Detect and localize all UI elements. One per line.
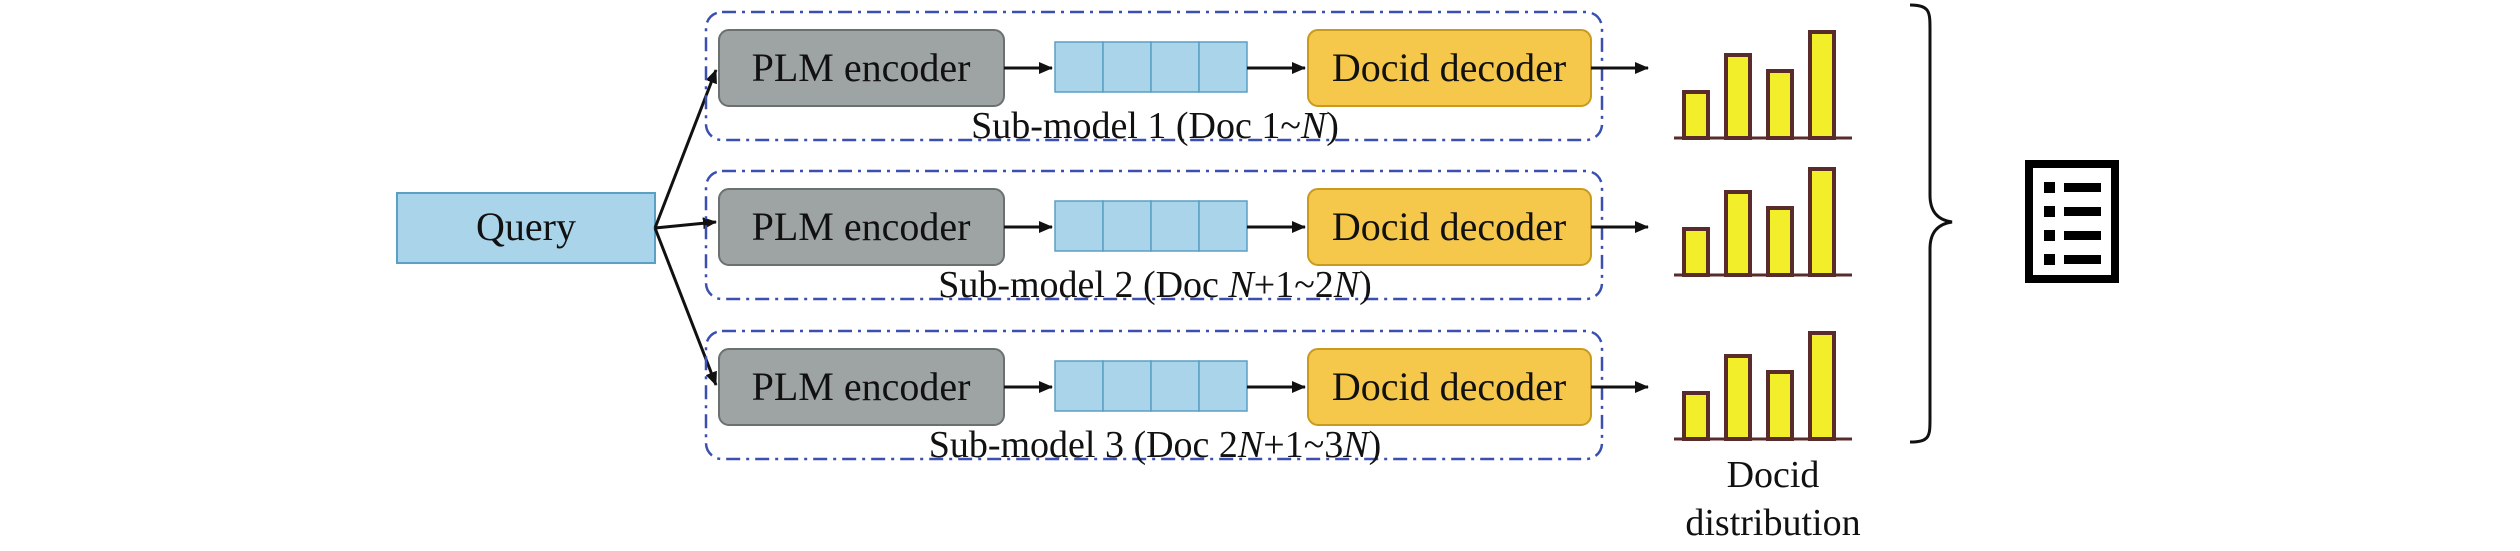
sub-model-caption: Sub-model 3 (Doc 2N+1~3N) xyxy=(929,424,1382,466)
caption-segment: ) xyxy=(1326,105,1339,147)
histogram-bar xyxy=(1766,69,1794,140)
caption-segment: Sub-model 3 (Doc 2 xyxy=(929,424,1238,466)
histogram-bar xyxy=(1682,90,1710,140)
histogram-bar xyxy=(1766,370,1794,441)
sub-model-frame xyxy=(704,10,1604,142)
embedding-vector xyxy=(1054,200,1248,252)
query-label: Query xyxy=(476,204,576,249)
histogram-bar xyxy=(1766,206,1794,277)
histogram-bar xyxy=(1682,391,1710,441)
sub-model-frame xyxy=(704,169,1604,301)
histogram-bar xyxy=(1808,30,1836,140)
sub-model-caption: Sub-model 2 (Doc N+1~2N) xyxy=(938,264,1372,306)
docid-decoder-label: Docid decoder xyxy=(1332,204,1566,249)
plm-encoder-label: PLM encoder xyxy=(752,45,971,90)
docid-histogram-3 xyxy=(1674,331,1852,441)
histogram-bar xyxy=(1682,227,1710,277)
query-arrow-2 xyxy=(654,217,717,230)
vector-cell xyxy=(1198,200,1248,252)
histogram-bar xyxy=(1724,354,1752,441)
caption-segment: ) xyxy=(1369,424,1382,466)
plm-encoder-label: PLM encoder xyxy=(752,204,971,249)
vector-cell xyxy=(1198,360,1248,412)
caption-segment: N xyxy=(1342,424,1371,466)
caption-segment: N xyxy=(1333,264,1362,306)
docid-histograms xyxy=(1674,30,1852,441)
vector-cell xyxy=(1150,360,1200,412)
vector-cell xyxy=(1150,200,1200,252)
caption-segment: Sub-model 2 (Doc xyxy=(938,264,1228,306)
plm-encoder-label: PLM encoder xyxy=(752,364,971,409)
docid-distribution-caption: Docid distribution xyxy=(1685,454,1860,544)
sub-model-caption: Sub-model 1 (Doc 1~N) xyxy=(971,105,1339,147)
vector-cell xyxy=(1054,200,1104,252)
merge-brace xyxy=(1909,3,1953,444)
caption-segment: N xyxy=(1227,264,1256,306)
query-node: Query xyxy=(396,192,656,264)
histogram-bar xyxy=(1724,190,1752,277)
vector-cell xyxy=(1198,41,1248,93)
docid-histogram-2 xyxy=(1674,167,1852,277)
distribution-label-line-1: Docid xyxy=(1727,454,1820,496)
ranked-list-icon xyxy=(2025,160,2119,283)
caption-segment: +1~3 xyxy=(1263,424,1343,466)
vector-cell xyxy=(1102,360,1152,412)
vector-cell xyxy=(1054,360,1104,412)
query-box xyxy=(396,192,656,264)
vector-cell xyxy=(1150,41,1200,93)
caption-segment: N xyxy=(1300,105,1329,147)
vector-cell xyxy=(1102,41,1152,93)
caption-segment: Sub-model 1 (Doc 1~ xyxy=(971,105,1301,147)
embedding-vector xyxy=(1054,360,1248,412)
caption-segment: ) xyxy=(1359,264,1372,306)
docid-decoder-label: Docid decoder xyxy=(1332,364,1566,409)
embedding-vector xyxy=(1054,41,1248,93)
histogram-bar xyxy=(1808,331,1836,441)
docid-decoder-label: Docid decoder xyxy=(1332,45,1566,90)
distribution-label-line-2: distribution xyxy=(1685,502,1860,544)
vector-cell xyxy=(1054,41,1104,93)
histogram-bar xyxy=(1724,53,1752,140)
caption-segment: N xyxy=(1237,424,1266,466)
docid-histogram-1 xyxy=(1674,30,1852,140)
caption-segment: +1~2 xyxy=(1254,264,1334,306)
vector-cell xyxy=(1102,200,1152,252)
sub-model-frame xyxy=(704,329,1604,461)
histogram-bar xyxy=(1808,167,1836,277)
